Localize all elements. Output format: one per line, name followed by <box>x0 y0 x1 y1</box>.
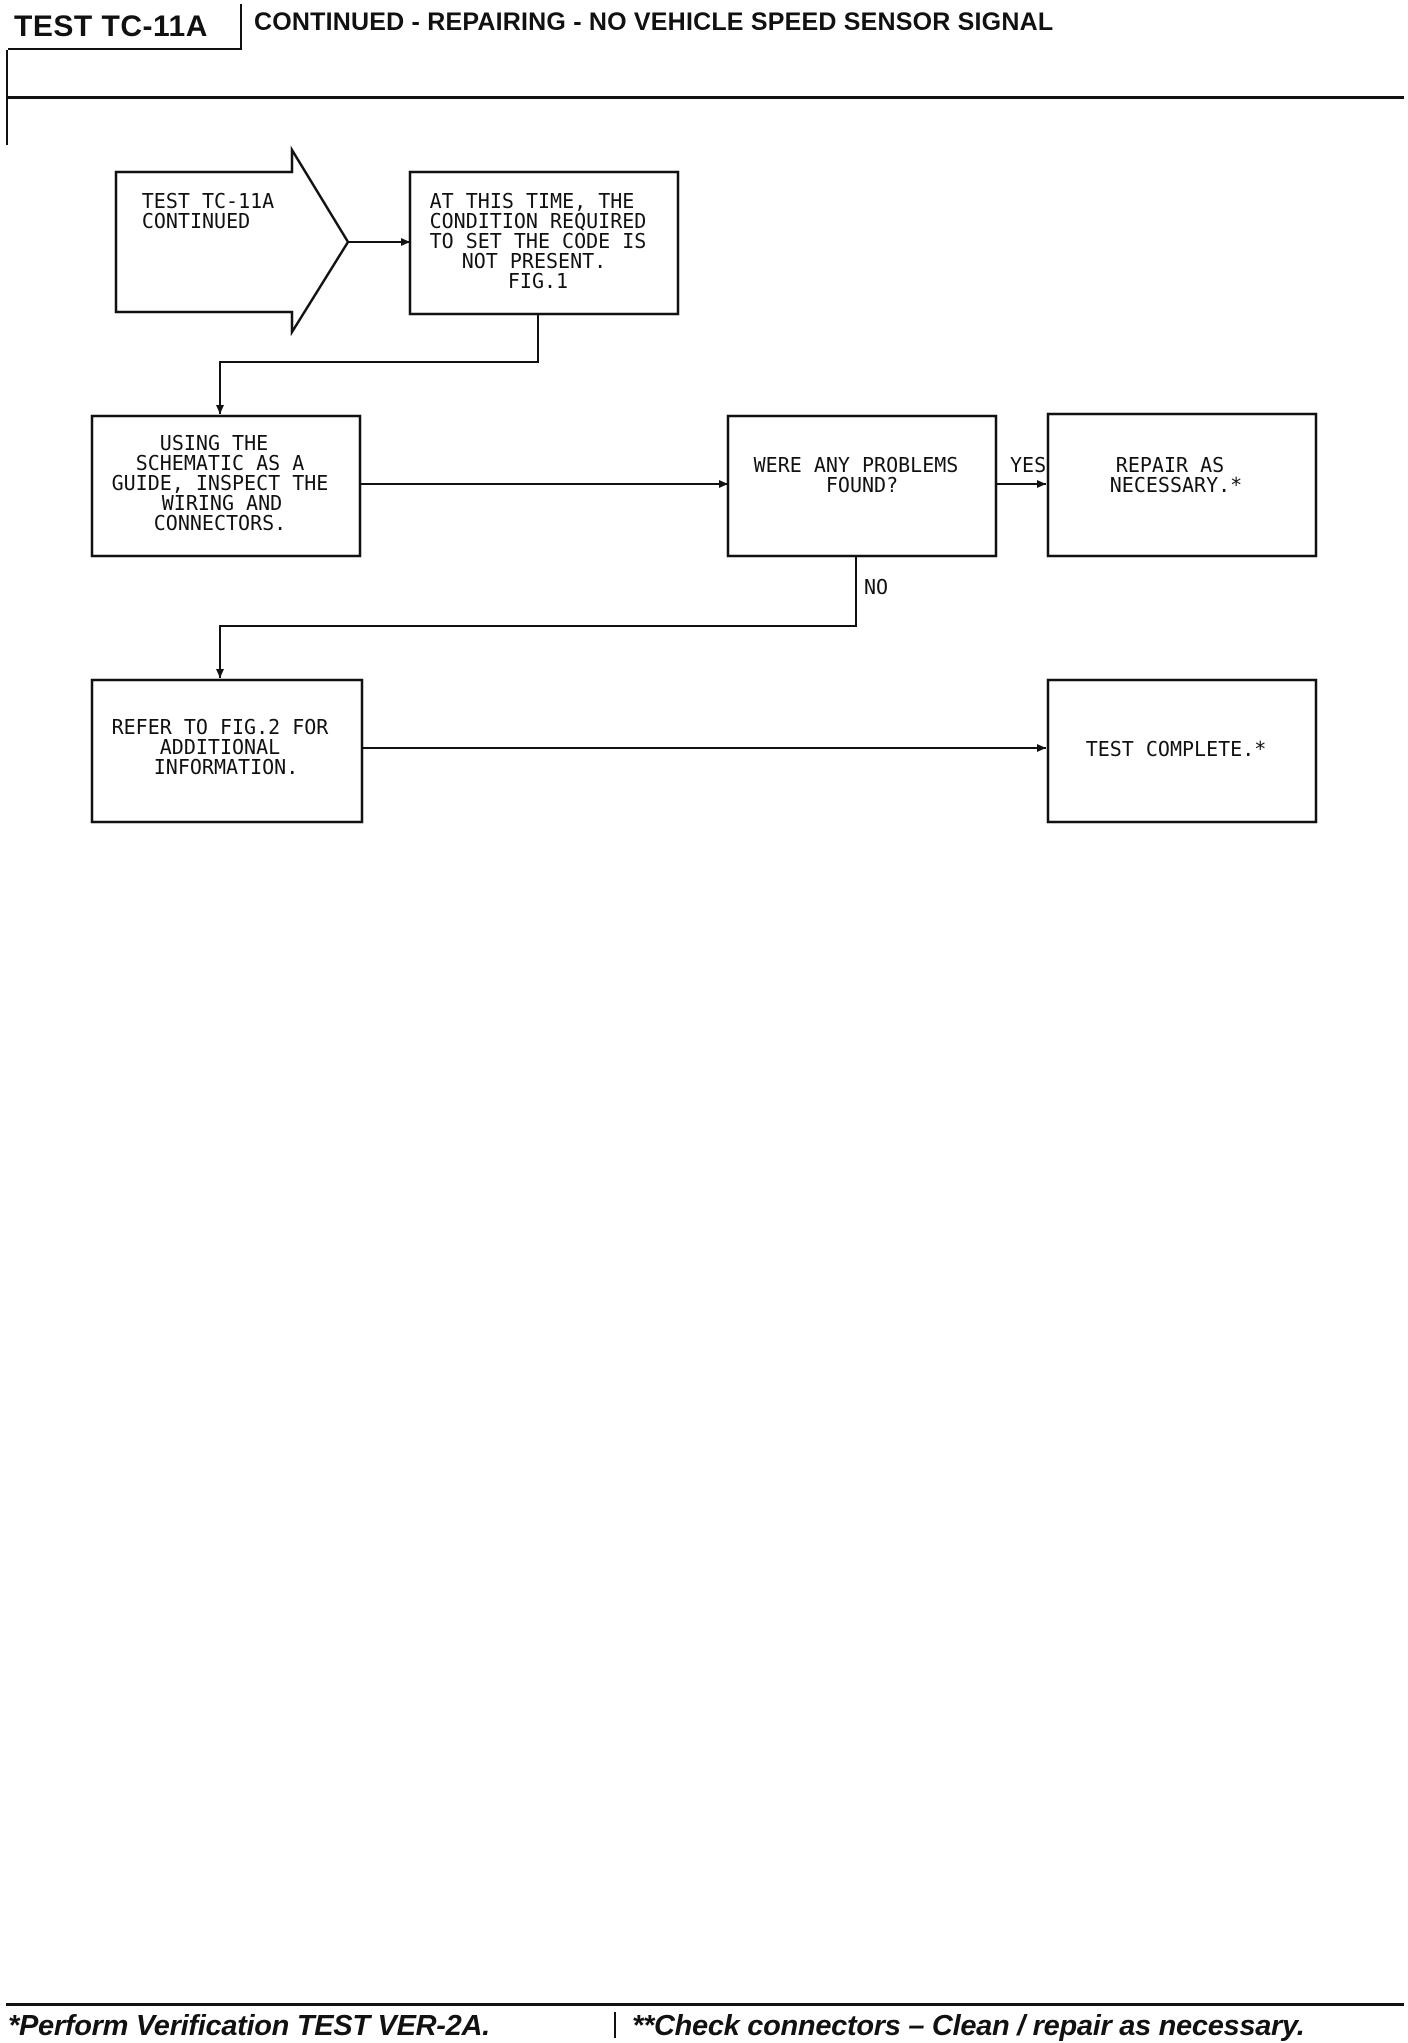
connector-no <box>216 556 857 678</box>
yes-label: YES <box>1010 453 1046 477</box>
test-complete-box <box>1046 678 1318 824</box>
condition-box <box>408 170 680 316</box>
inspect-box <box>90 414 362 558</box>
connector-condition-to-inspect <box>216 314 539 414</box>
repair-text: REPAIR AS NECESSARY.* <box>1110 453 1242 497</box>
start-arrow-shape <box>114 145 350 337</box>
start-label: TEST TC-11A CONTINUED <box>142 189 287 233</box>
footer-rule <box>6 2003 1404 2006</box>
question-box <box>726 414 998 558</box>
header-rule <box>6 96 1404 99</box>
footer-note-connectors: **Check connectors – Clean / repair as n… <box>632 2010 1305 2042</box>
test-complete-text: TEST COMPLETE.* <box>1086 737 1267 761</box>
inspect-text: USING THE SCHEMATIC AS A GUIDE, INSPECT … <box>112 431 341 535</box>
refer-text: REFER TO FIG.2 FOR ADDITIONAL INFORMATIO… <box>112 715 341 779</box>
footer-note-verification: *Perform Verification TEST VER-2A. <box>8 2010 490 2042</box>
page-title: CONTINUED - REPAIRING - NO VEHICLE SPEED… <box>254 8 1054 36</box>
test-id: TEST TC-11A <box>14 10 208 43</box>
refer-box <box>90 678 364 824</box>
no-label: NO <box>864 575 888 599</box>
repair-box <box>1046 412 1318 558</box>
question-text: WERE ANY PROBLEMS FOUND? <box>754 453 971 497</box>
footer-divider <box>614 2012 616 2038</box>
flowchart: TEST TC-11A CONTINUED AT THIS TIME, THE … <box>90 145 1318 824</box>
test-id-box: TEST TC-11A <box>8 4 242 50</box>
condition-text: AT THIS TIME, THE CONDITION REQUIRED TO … <box>430 189 659 293</box>
